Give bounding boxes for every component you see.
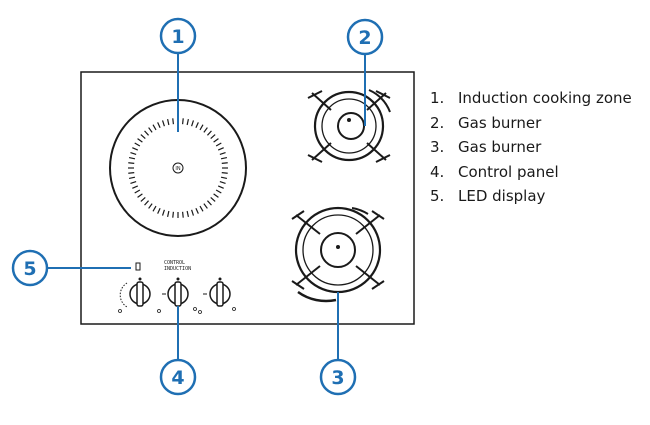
legend-number: 2. [430,113,445,132]
induction-tick [130,151,137,155]
induction-tick [199,124,204,131]
induction-tick [182,211,184,218]
legend-number: 3. [430,138,445,156]
induction-tick [199,205,204,212]
callout-leaders [47,53,366,359]
control-knob-center[interactable] [162,277,202,314]
induction-tick [191,209,195,216]
induction-tick [134,142,141,147]
legend-text: Gas burner [458,138,542,156]
induction-tick [182,118,184,125]
induction-tick [220,157,228,160]
induction-zone-ticks [128,118,228,218]
induction-tick [213,138,219,143]
induction-tick [172,118,174,125]
legend-text: Control panel [458,162,559,181]
gas-burner-bottom [291,206,385,303]
svg-text:1: 1 [171,26,184,48]
legend-number: 1. [430,89,445,107]
induction-symbol-icon [172,162,184,174]
induction-tick [219,181,226,185]
svg-text:3: 3 [331,367,344,389]
induction-tick [213,193,219,198]
callout-2: 2 [346,18,384,56]
gas-burner-top [307,89,391,163]
legend-text: Induction cooking zone [458,89,632,107]
legend-number: 4. [430,162,445,181]
induction-tick [140,134,146,140]
induction-tick [128,157,136,160]
legend-text: LED display [458,187,546,205]
legend-item: 5. LED display [430,184,632,209]
legend: 1. Induction cooking zone 2. Gas burner 3.… [430,86,632,209]
svg-text:2: 2 [358,27,371,49]
induction-tick [206,130,212,136]
induction-tick [161,209,165,216]
induction-tick [137,193,143,198]
control-knob-right[interactable] [203,277,236,311]
induction-tick [140,196,146,202]
induction-tick [144,200,150,206]
induction-tick [210,134,216,140]
control-knob-left[interactable] [118,277,161,313]
legend-item: 2. Gas burner [430,111,632,136]
induction-tick [215,189,222,194]
induction-tick [186,118,189,126]
legend-number: 5. [430,187,445,205]
legend-item: 1. Induction cooking zone [430,86,632,111]
induction-tick [195,122,199,129]
induction-tick [186,210,189,218]
induction-tick [210,196,216,202]
induction-tick [132,147,139,151]
control-panel: CONTROL INDUCTION [118,260,236,314]
induction-symbol: IN [175,166,180,172]
hob-outline [80,71,415,325]
induction-tick [130,181,137,185]
svg-text:4: 4 [171,367,184,389]
legend-item: 4. Control panel [430,160,632,185]
induction-tick [206,200,212,206]
induction-tick [191,120,195,127]
induction-tick [203,203,208,209]
legend-text: Gas burner [458,113,542,132]
induction-tick [217,185,224,189]
induction-tick [128,176,136,179]
svg-text:5: 5 [23,258,36,280]
induction-tick [220,176,228,179]
induction-tick [157,122,161,129]
induction-tick [128,162,135,164]
induction-tick [221,172,228,174]
callout-3: 3 [319,358,357,396]
induction-tick [157,207,161,214]
induction-tick [203,127,208,133]
induction-tick [172,211,174,218]
induction-tick [152,205,157,212]
induction-tick [148,127,153,133]
induction-tick [167,210,170,218]
induction-tick [215,142,222,147]
induction-tick [144,130,150,136]
panel-logo-line2: INDUCTION [164,266,191,272]
callout-5: 5 [11,249,49,287]
induction-tick [195,207,199,214]
induction-tick [167,118,170,126]
induction-tick [148,203,153,209]
induction-tick [152,124,157,131]
induction-tick [134,189,141,194]
induction-tick [128,172,135,174]
induction-tick [132,185,139,189]
panel-logo-line1: CONTROL [164,260,185,266]
led-display [135,262,141,271]
induction-tick [217,147,224,151]
legend-item: 3. Gas burner [430,135,632,160]
induction-tick [161,120,165,127]
induction-tick [221,162,228,164]
induction-tick [219,151,226,155]
induction-tick [137,138,143,143]
callout-1: 1 [159,17,197,55]
callout-4: 4 [159,358,197,396]
